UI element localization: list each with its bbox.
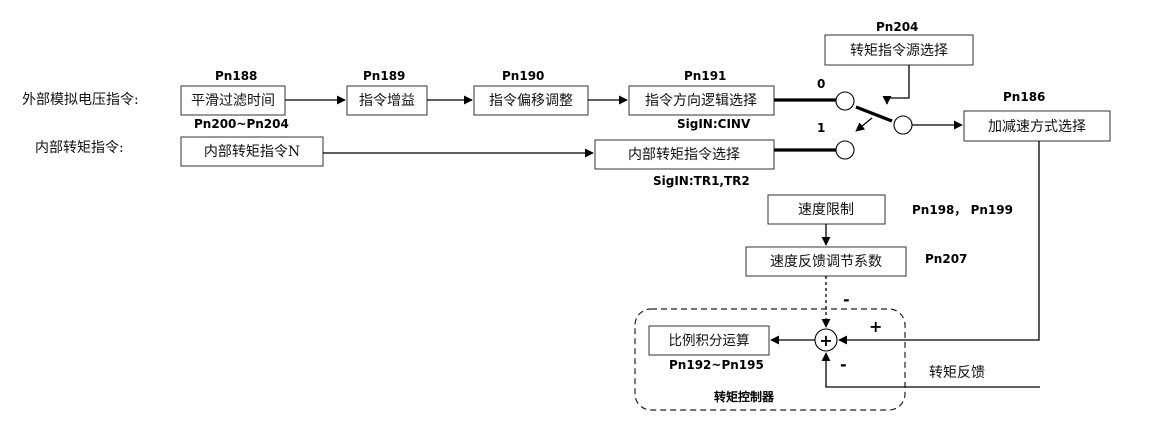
svg-text:指令方向逻辑选择: 指令方向逻辑选择 bbox=[645, 93, 757, 109]
torque-controller-label: 转矩控制器 bbox=[714, 389, 775, 404]
offset-adjust-block: 指令偏移调整 bbox=[473, 85, 589, 116]
command-gain-block: 指令增益 bbox=[346, 85, 428, 116]
pi-control-block: 比例积分运算 bbox=[648, 325, 770, 356]
speed-limit-param: Pn198， Pn199 bbox=[912, 203, 1013, 217]
switch-pos-1-label: 1 bbox=[817, 121, 825, 135]
internal-torque-input-label: 内部转矩指令: bbox=[35, 140, 124, 156]
external-analog-input-label: 外部模拟电压指令: bbox=[22, 92, 139, 108]
svg-text:内部转矩指令选择: 内部转矩指令选择 bbox=[628, 147, 740, 163]
svg-text:比例积分运算: 比例积分运算 bbox=[669, 333, 750, 349]
svg-text:指令增益: 指令增益 bbox=[359, 93, 415, 109]
svg-text:速度限制: 速度限制 bbox=[798, 202, 854, 218]
svg-text:指令偏移调整: 指令偏移调整 bbox=[489, 93, 573, 109]
speed-feedback-param: Pn207 bbox=[925, 252, 967, 266]
speed-feedback-block: 速度反馈调节系数 bbox=[745, 246, 907, 277]
smooth-filter-block: 平滑过滤时间 bbox=[180, 85, 286, 116]
svg-text:平滑过滤时间: 平滑过滤时间 bbox=[191, 92, 275, 109]
direction-logic-block: 指令方向逻辑选择 bbox=[628, 85, 775, 116]
switch-blade bbox=[855, 105, 893, 123]
source-select-param: Pn204 bbox=[876, 20, 918, 34]
speed-limit-block: 速度限制 bbox=[767, 194, 886, 225]
switch-contact-0 bbox=[835, 91, 855, 111]
svg-text:速度反馈调节系数: 速度反馈调节系数 bbox=[770, 254, 882, 270]
offset-adjust-param: Pn190 bbox=[502, 69, 544, 83]
internal-cmd-n-param: Pn200~Pn204 bbox=[194, 117, 289, 131]
svg-text:加减速方式选择: 加减速方式选择 bbox=[988, 119, 1086, 135]
svg-text:内部转矩指令N: 内部转矩指令N bbox=[204, 144, 300, 160]
arrow-source-select-to-switch bbox=[882, 65, 910, 105]
accel-decel-block: 加减速方式选择 bbox=[963, 110, 1111, 142]
torque-controller-region bbox=[634, 308, 906, 411]
smooth-filter-param: Pn188 bbox=[215, 69, 257, 83]
command-gain-param: Pn189 bbox=[363, 69, 405, 83]
internal-cmd-select-signal: SigIN:TR1,TR2 bbox=[653, 174, 750, 188]
sum-minus-feedback-sign: - bbox=[840, 355, 847, 374]
switch-output-node bbox=[893, 115, 913, 135]
sum-minus-speed-sign: - bbox=[843, 290, 850, 309]
internal-cmd-select-block: 内部转矩指令选择 bbox=[594, 139, 775, 170]
accel-decel-param: Pn186 bbox=[1003, 90, 1045, 104]
switch-contact-1 bbox=[835, 140, 855, 160]
source-select-block: 转矩指令源选择 bbox=[824, 34, 974, 66]
torque-feedback-label: 转矩反馈 bbox=[929, 365, 985, 381]
internal-cmd-n-block: 内部转矩指令N bbox=[180, 136, 324, 167]
arrow-accel-to-sum bbox=[838, 141, 1040, 345]
direction-logic-signal: SigIN:CINV bbox=[677, 117, 751, 131]
pi-control-param: Pn192~Pn195 bbox=[669, 358, 764, 372]
switch-pos-0-label: 0 bbox=[817, 77, 825, 91]
arrow-switch-toggle bbox=[855, 117, 873, 132]
svg-text:转矩指令源选择: 转矩指令源选择 bbox=[850, 43, 948, 59]
sum-plus-sign: + bbox=[869, 317, 882, 336]
direction-logic-param: Pn191 bbox=[684, 69, 726, 83]
arrow-torque-feedback-to-sum bbox=[821, 352, 1040, 388]
summing-junction-symbol: + bbox=[819, 331, 832, 350]
